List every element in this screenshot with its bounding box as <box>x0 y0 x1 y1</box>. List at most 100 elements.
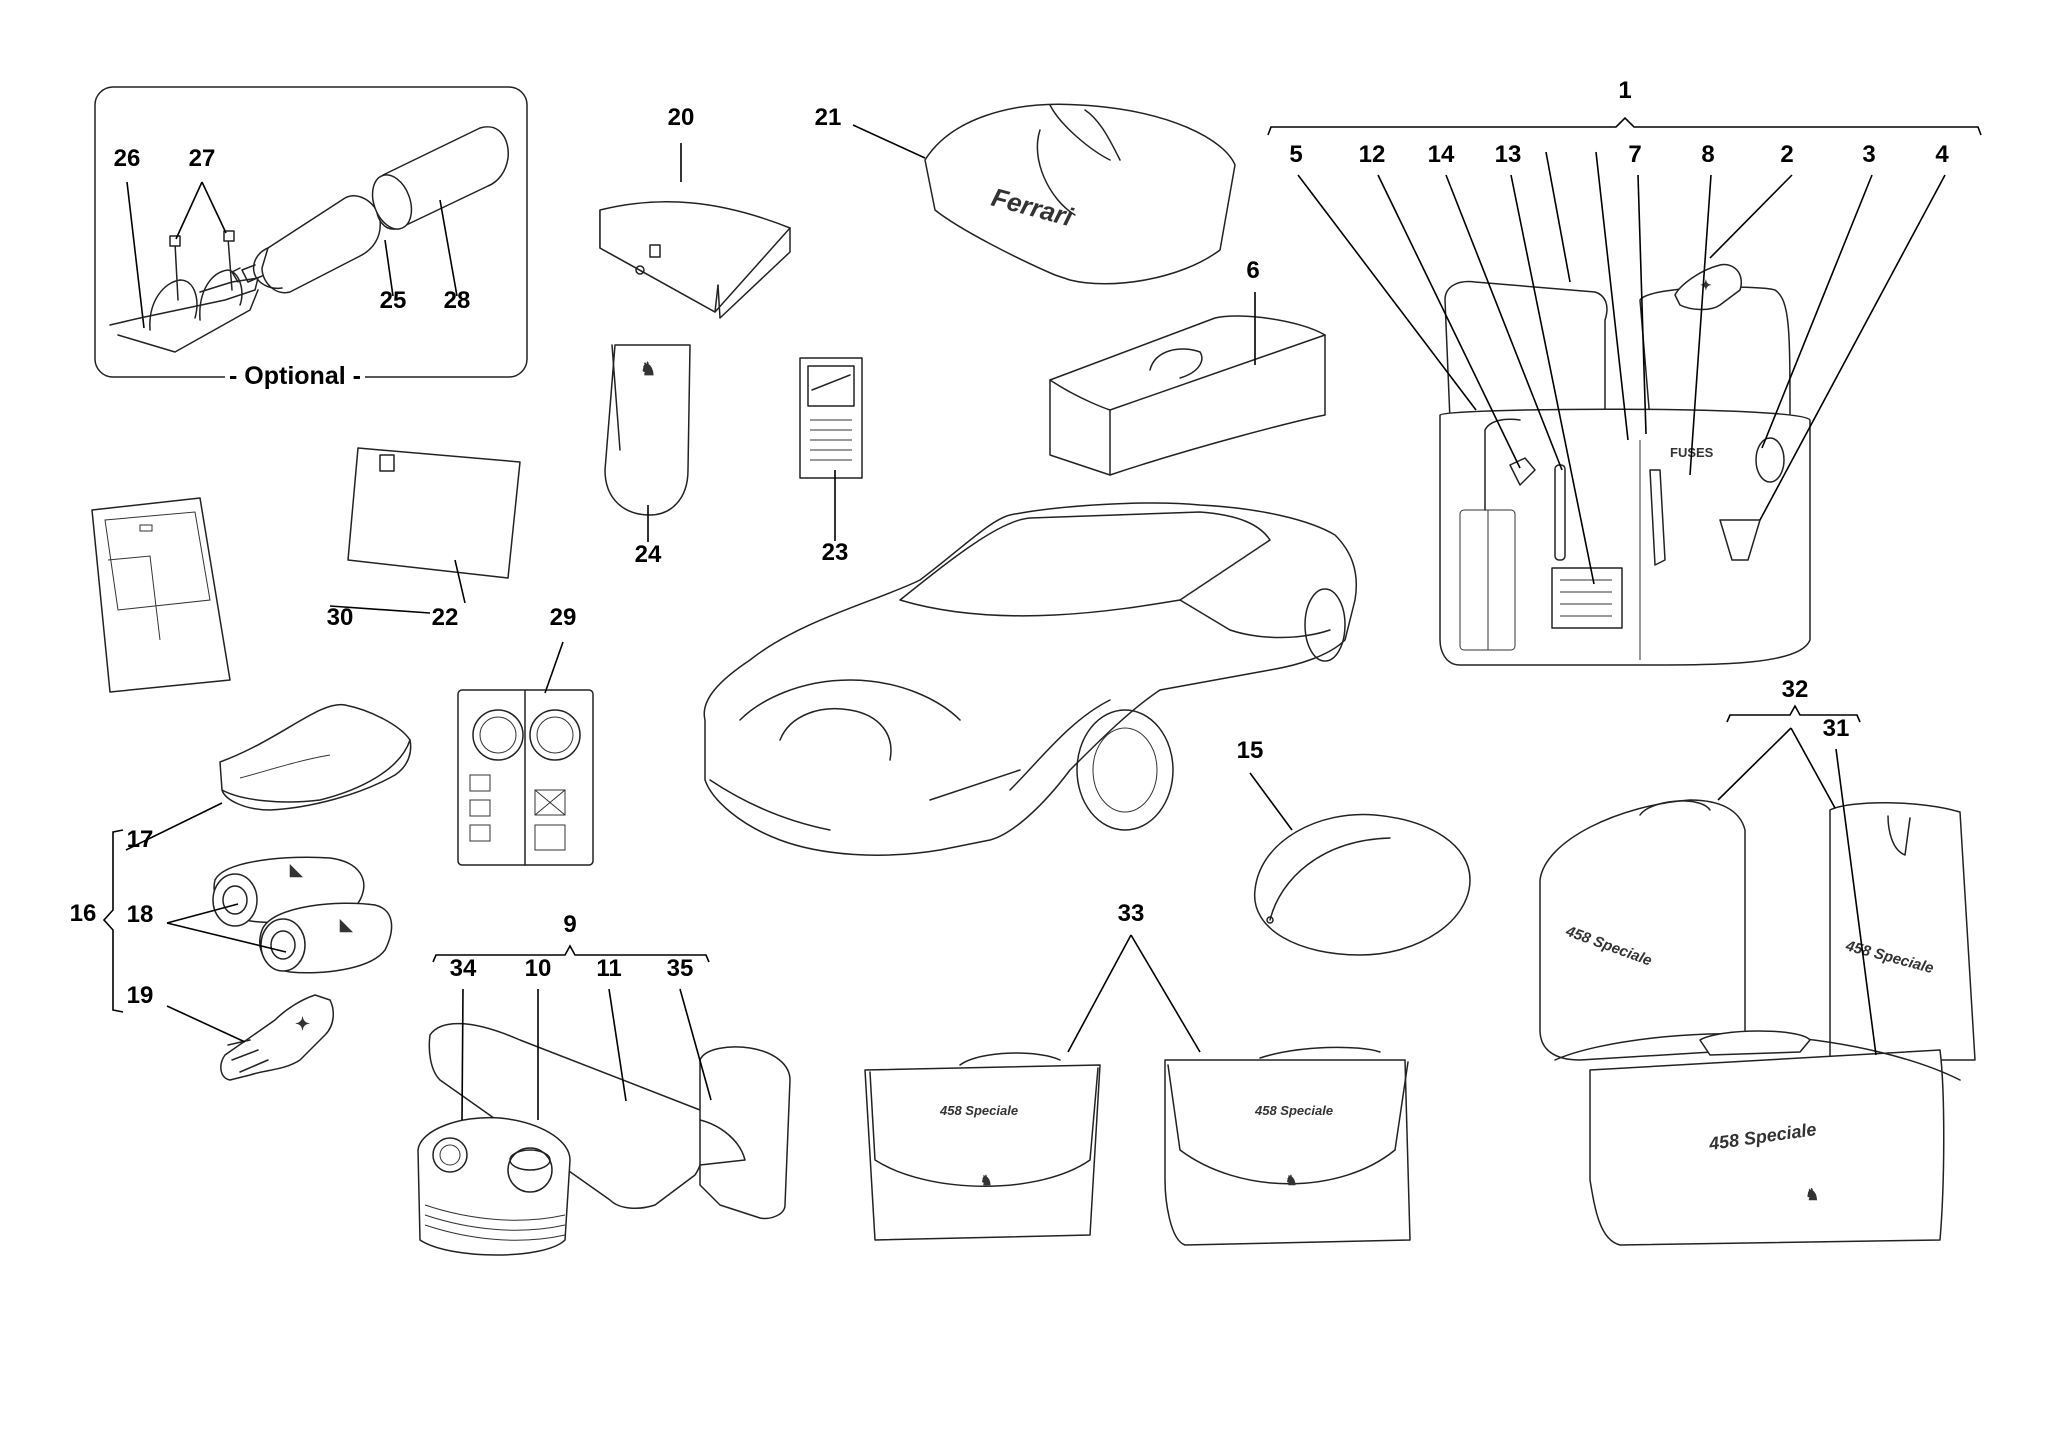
callout-label-8: 8 <box>1701 141 1714 168</box>
leader-line <box>1545 151 1571 283</box>
svg-text:♞: ♞ <box>980 1172 993 1188</box>
svg-text:✦: ✦ <box>295 1014 310 1034</box>
bracket-32 <box>1726 704 1861 723</box>
optional-caption: - Optional - <box>229 362 361 390</box>
storage-bag-6 <box>1049 315 1326 476</box>
leader-line <box>608 988 627 1102</box>
svg-text:◣: ◣ <box>289 862 304 879</box>
leader-line <box>1790 727 1836 809</box>
leader-line <box>1759 174 1946 521</box>
svg-text:458 Speciale: 458 Speciale <box>939 1103 1018 1118</box>
svg-text:♞: ♞ <box>1285 1172 1298 1188</box>
bracket-1 <box>1267 116 1982 136</box>
tyre-card-29 <box>457 689 594 866</box>
callout-label-31: 31 <box>1823 715 1850 742</box>
svg-text:458 Speciale: 458 Speciale <box>1254 1103 1333 1118</box>
group-brackets <box>102 116 1982 1013</box>
leader-line <box>125 802 223 851</box>
leader-line <box>852 124 926 159</box>
callout-label-10: 10 <box>525 955 552 982</box>
extinguisher-bracket <box>109 230 259 353</box>
gloves-19: ✦ <box>220 994 335 1081</box>
callout-label-9: 9 <box>563 911 576 938</box>
callout-label-21: 21 <box>815 104 842 131</box>
callout-label-14: 14 <box>1428 141 1455 168</box>
leader-line <box>201 181 227 234</box>
callout-label-20: 20 <box>668 104 695 131</box>
extinguisher <box>231 195 381 294</box>
callout-label-11: 11 <box>596 955 621 982</box>
leader-line <box>1377 174 1521 469</box>
callout-label-16: 16 <box>70 900 97 927</box>
document-folder-22 <box>347 447 521 579</box>
leader-line <box>1717 727 1792 801</box>
callout-label-23: 23 <box>822 539 849 566</box>
wheel-cover-15 <box>1254 813 1471 956</box>
svg-text:♞: ♞ <box>1805 1187 1819 1204</box>
leader-line <box>1297 174 1477 411</box>
leader-line <box>1709 174 1793 259</box>
callout-label-19: 19 <box>127 982 154 1009</box>
callout-label-25: 25 <box>380 287 407 314</box>
hood-cover-20 <box>599 201 791 319</box>
leader-line <box>1637 174 1647 435</box>
leader-line <box>126 181 145 329</box>
bracket-9 <box>432 944 710 963</box>
svg-text:◣: ◣ <box>339 917 354 934</box>
leader-line <box>1510 174 1595 585</box>
leader-line <box>384 239 394 297</box>
leader-line <box>679 988 712 1101</box>
callout-label-2: 2 <box>1780 141 1793 168</box>
bracket-16 <box>102 829 124 1013</box>
leader-line <box>1689 174 1712 476</box>
callout-label-26: 26 <box>114 145 141 172</box>
callout-label-17: 17 <box>127 826 154 853</box>
callout-label-7: 7 <box>1628 141 1641 168</box>
callout-label-32: 32 <box>1782 676 1809 703</box>
callout-label-30: 30 <box>327 604 354 631</box>
leader-line <box>1249 772 1293 831</box>
leader-line <box>166 922 287 953</box>
callout-label-22: 22 <box>432 604 459 631</box>
callout-label-29: 29 <box>550 604 577 631</box>
callout-label-5: 5 <box>1289 141 1302 168</box>
leader-line <box>1067 934 1132 1053</box>
callout-label-4: 4 <box>1935 141 1949 168</box>
leader-line <box>454 559 466 604</box>
leader-line <box>166 1005 246 1043</box>
callout-label-34: 34 <box>450 955 477 982</box>
leader-line <box>544 641 564 694</box>
callout-label-12: 12 <box>1359 141 1386 168</box>
leader-line <box>461 988 464 1121</box>
extinguisher-cover <box>371 126 509 230</box>
car-illustration <box>703 502 1357 856</box>
callout-label-15: 15 <box>1237 737 1264 764</box>
callout-label-35: 35 <box>667 955 694 982</box>
leader-line <box>439 199 458 297</box>
leader-line <box>1130 934 1201 1053</box>
leaflet-23 <box>799 357 863 479</box>
car-cover-bag-21: Ferrari <box>924 103 1236 285</box>
leader-line <box>1595 151 1629 441</box>
owner-manual-30 <box>91 497 231 693</box>
parts-drawings: - Optional - <box>91 86 1976 1256</box>
callout-label-33: 33 <box>1118 900 1145 927</box>
svg-text:✦: ✦ <box>1700 277 1712 293</box>
tool-kit-1: FUSES ✦ <box>1439 263 1811 666</box>
blanket-17 <box>219 703 412 811</box>
svg-text:♞: ♞ <box>640 359 656 379</box>
leader-line <box>1835 748 1877 1056</box>
leader-lines <box>125 124 1946 1121</box>
leader-line <box>1761 174 1873 449</box>
callout-label-24: 24 <box>635 541 662 568</box>
pouch-24: ♞ <box>604 344 691 516</box>
callout-label-18: 18 <box>127 901 154 928</box>
leader-line <box>329 605 431 614</box>
callout-label-6: 6 <box>1246 257 1259 284</box>
callout-label-1: 1 <box>1618 77 1631 104</box>
callout-label-27: 27 <box>189 145 216 172</box>
bags-33: 458 Speciale ♞ 458 Speciale ♞ <box>864 1046 1411 1246</box>
callout-label-28: 28 <box>444 287 471 314</box>
